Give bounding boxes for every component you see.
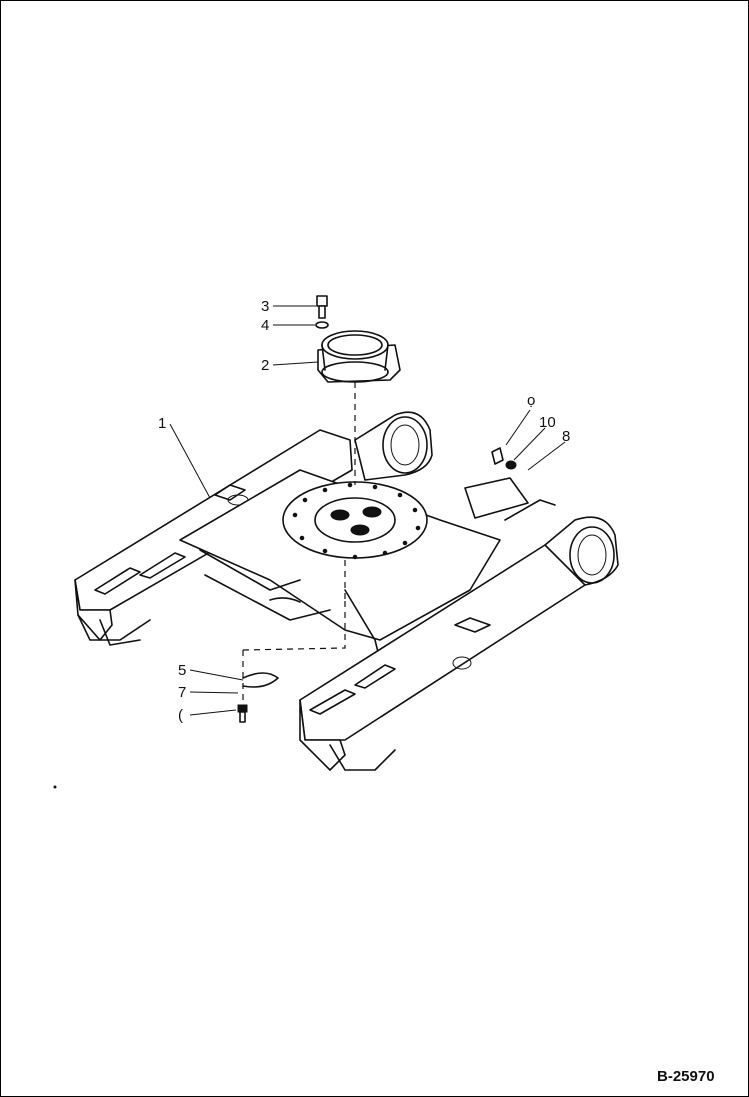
callout-10: 10 bbox=[539, 414, 556, 431]
leader-lines bbox=[169, 305, 566, 716]
callout-5: 5 bbox=[178, 662, 186, 679]
callout-1: 1 bbox=[158, 415, 166, 432]
left-idler-housing bbox=[354, 411, 433, 481]
part-4-washer bbox=[315, 321, 329, 329]
drawing-reference-number: B-25970 bbox=[657, 1068, 715, 1085]
callout-6: ( bbox=[178, 707, 183, 724]
callout-3: 3 bbox=[261, 298, 269, 315]
part-10-washer bbox=[505, 460, 517, 470]
part-2-ring bbox=[317, 330, 401, 383]
part-5-cover bbox=[242, 672, 279, 688]
callout-9: ọ bbox=[527, 392, 535, 409]
part-6-bolt bbox=[237, 704, 248, 723]
callout-7: 7 bbox=[178, 684, 186, 701]
swing-circle bbox=[282, 481, 428, 560]
callout-2: 2 bbox=[261, 357, 269, 374]
part-9-bolt bbox=[491, 447, 504, 465]
callout-8: 8 bbox=[562, 428, 570, 445]
track-frame bbox=[74, 411, 619, 771]
part-8-plate bbox=[464, 477, 529, 519]
callout-4: 4 bbox=[261, 317, 269, 334]
part-3-bolt bbox=[316, 295, 328, 319]
